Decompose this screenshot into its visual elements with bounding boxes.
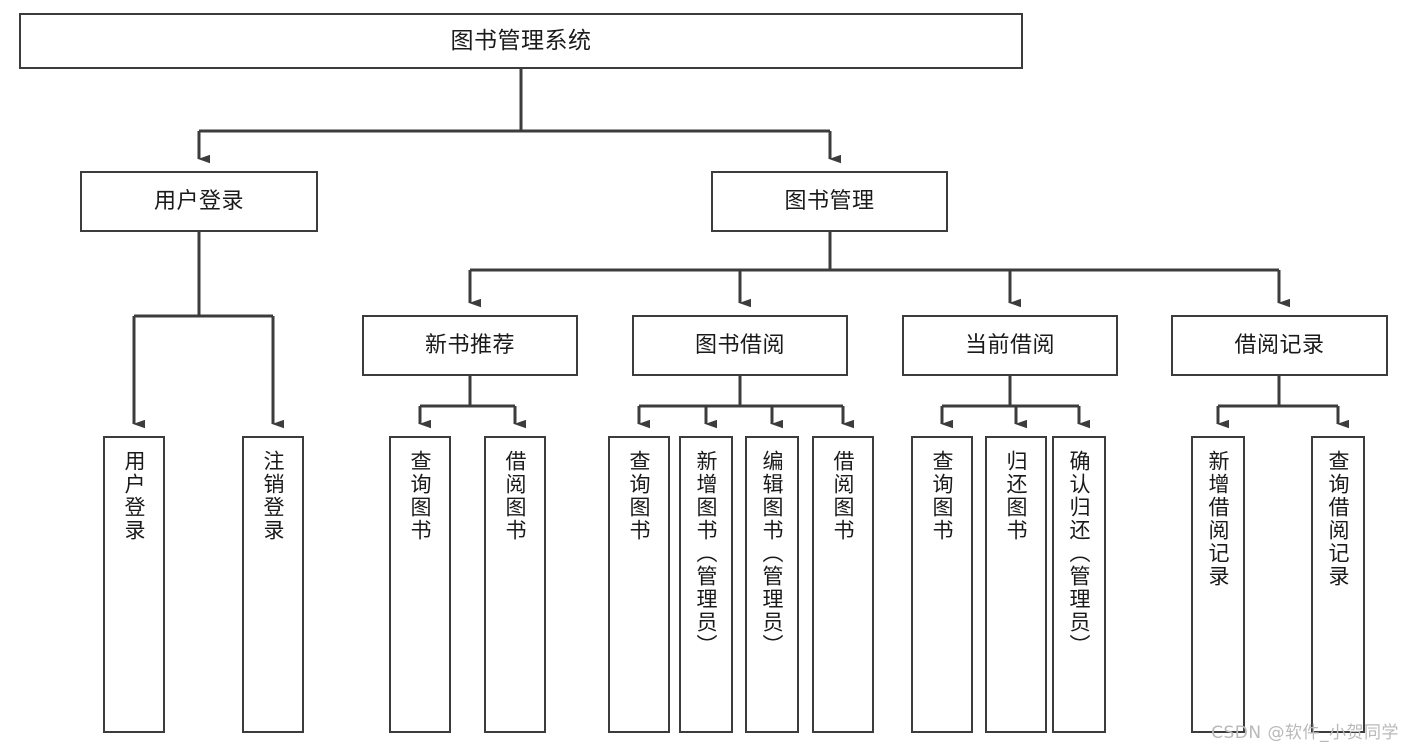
node-book-borrow[interactable]: 图书借阅	[632, 315, 848, 376]
node-label: 查询图书	[930, 450, 955, 542]
node-label: 确认归还（管理员）	[1067, 450, 1092, 657]
node-label: 图书管理系统	[450, 27, 592, 54]
node-label: 归还图书	[1004, 450, 1029, 542]
node-leaf-edit-book[interactable]: 编辑图书（管理员）	[745, 436, 799, 733]
node-current-borrow[interactable]: 当前借阅	[902, 315, 1118, 376]
watermark-text: CSDN @软件_小贺同学	[1211, 723, 1399, 743]
node-root-system[interactable]: 图书管理系统	[19, 13, 1023, 69]
node-leaf-query-borrow-record[interactable]: 查询借阅记录	[1311, 436, 1365, 733]
node-leaf-borrow-book-recommend[interactable]: 借阅图书	[484, 436, 546, 733]
node-leaf-borrow-book[interactable]: 借阅图书	[812, 436, 874, 733]
node-label: 新增图书（管理员）	[694, 450, 719, 657]
node-label: 借阅图书	[503, 450, 528, 542]
node-label: 当前借阅	[964, 332, 1055, 358]
node-borrow-record[interactable]: 借阅记录	[1171, 315, 1388, 376]
node-label: 用户登录	[153, 188, 244, 214]
node-label: 编辑图书（管理员）	[760, 450, 785, 657]
node-label: 借阅图书	[831, 450, 856, 542]
node-leaf-add-borrow-record[interactable]: 新增借阅记录	[1191, 436, 1245, 733]
node-user-login[interactable]: 用户登录	[80, 171, 318, 232]
node-leaf-query-book-current[interactable]: 查询图书	[911, 436, 973, 733]
node-label: 图书借阅	[694, 332, 785, 358]
node-label: 注销登录	[261, 450, 286, 542]
node-label: 查询图书	[627, 450, 652, 542]
node-label: 查询借阅记录	[1326, 450, 1351, 588]
node-leaf-return-book[interactable]: 归还图书	[985, 436, 1047, 733]
node-leaf-logout[interactable]: 注销登录	[242, 436, 304, 733]
node-label: 用户登录	[122, 450, 147, 542]
node-label: 图书管理	[784, 188, 875, 214]
node-label: 新增借阅记录	[1206, 450, 1231, 588]
node-new-book-recommend[interactable]: 新书推荐	[362, 315, 578, 376]
node-leaf-add-book[interactable]: 新增图书（管理员）	[679, 436, 733, 733]
node-label: 借阅记录	[1234, 332, 1325, 358]
node-leaf-user-login[interactable]: 用户登录	[103, 436, 165, 733]
node-leaf-query-book-borrow[interactable]: 查询图书	[608, 436, 670, 733]
node-book-manage[interactable]: 图书管理	[711, 171, 948, 232]
node-leaf-confirm-return[interactable]: 确认归还（管理员）	[1052, 436, 1106, 733]
node-leaf-query-book-recommend[interactable]: 查询图书	[389, 436, 451, 733]
node-label: 查询图书	[408, 450, 433, 542]
node-label: 新书推荐	[424, 332, 515, 358]
